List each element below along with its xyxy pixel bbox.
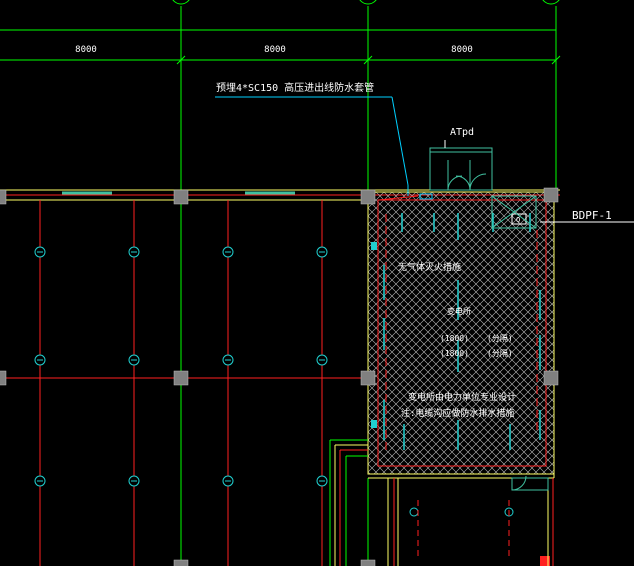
column-square-icon [543,370,559,386]
light-fixture-icon [128,354,140,366]
room-tag-b: (分隔) [487,349,513,358]
light-fixture-icon [128,246,140,258]
conduit-leader [215,96,409,196]
column-square-icon [0,370,7,386]
conduit-entry [377,193,433,201]
light-fixture-icon [222,354,234,366]
column-square-icon [360,370,376,386]
light-fixture-icon [409,507,419,517]
column-square-icon [360,559,376,566]
door-swing-icon [447,175,463,191]
column-square-icon [173,559,189,566]
cable-trench [329,439,368,566]
dimension-text-bay-1: 8000 [75,45,97,55]
room-small-markers [371,242,377,428]
light-fixture-icon [34,354,46,366]
column-square-icon [543,187,559,203]
axis-bubble-icon [359,0,377,5]
conduit-note: 预埋4*SC150 高压进出线防水套管 [216,81,374,94]
axis-bubbles-top [172,0,560,5]
column-square-icon [0,189,7,205]
structural-columns [0,187,559,566]
light-fixture-icon [316,475,328,487]
lower-walls [387,475,554,566]
room-note-trench: 注:电缆沟应做防水排水措施 [401,407,514,419]
light-fixture-icon [128,475,140,487]
light-fixtures [34,246,514,517]
light-fixture-icon [222,246,234,258]
dimension-text-bay-3: 8000 [451,45,473,55]
light-fixture-icon [316,246,328,258]
column-square-icon [173,370,189,386]
light-fixture-icon [34,475,46,487]
room-dim-b: (1800) [440,349,469,358]
dimension-text-bay-2: 8000 [264,45,286,55]
column-square-icon [173,189,189,205]
room-fixture-ticks [383,213,541,450]
light-fixture-icon [316,354,328,366]
room-tag-a: (分隔) [487,334,513,343]
room-dim-a: (1800) [440,334,469,343]
electrical-panel-icon[interactable] [491,195,537,229]
column-square-icon [360,189,376,205]
atpd-label: ATpd [450,127,474,138]
red-marker [540,556,550,566]
axis-bubble-icon [172,0,190,5]
room-note-fire: 无气体灭火措施 [398,261,461,273]
room-center-text: 变电所 [447,306,471,316]
structural-red-lines [39,200,323,566]
room-note-design: 变电所由电力单位专业设计 [408,391,516,403]
panel-label: BDPF-1 [572,209,612,222]
light-fixture-icon [34,246,46,258]
axis-bubble-icon [542,0,560,5]
light-fixture-icon [222,475,234,487]
panel-box-label: Q [516,216,520,224]
atpd-cabinet[interactable] [429,140,493,191]
grid-axis-lines [180,6,557,566]
